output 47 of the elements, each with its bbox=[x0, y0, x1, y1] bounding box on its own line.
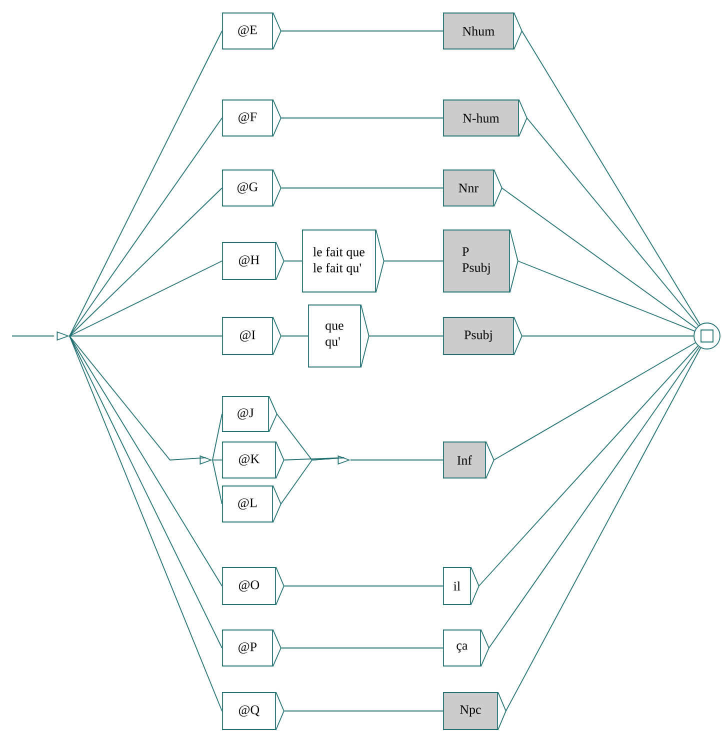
final-state bbox=[694, 322, 720, 350]
connector bbox=[69, 336, 222, 712]
connector bbox=[383, 260, 444, 262]
grammar-box: @J bbox=[222, 396, 278, 432]
connector bbox=[69, 118, 222, 336]
connector bbox=[212, 414, 222, 460]
connector bbox=[69, 30, 222, 336]
connector bbox=[69, 336, 222, 648]
grammar-box: Psubj bbox=[443, 316, 522, 356]
connector bbox=[283, 457, 345, 460]
grammar-box: P Psubj bbox=[443, 229, 518, 293]
grammar-box: @H bbox=[222, 242, 284, 280]
grammar-box: que qu' bbox=[308, 304, 370, 368]
connector bbox=[280, 457, 345, 504]
connector bbox=[69, 336, 207, 460]
grammar-box: @L bbox=[222, 485, 282, 523]
grammar-box: il bbox=[443, 566, 480, 606]
grammar-box: @Q bbox=[222, 692, 284, 730]
grammar-box: Inf bbox=[443, 441, 494, 479]
connector bbox=[212, 460, 222, 504]
grammar-box: ça bbox=[443, 629, 490, 667]
connector bbox=[521, 30, 700, 325]
connector bbox=[69, 336, 222, 586]
grammar-box: Nhum bbox=[443, 12, 522, 50]
grammar-box: @I bbox=[222, 316, 282, 356]
grammar-box: @G bbox=[222, 169, 282, 207]
connector bbox=[501, 188, 697, 329]
grammar-box: @P bbox=[222, 629, 282, 667]
grammar-box: @F bbox=[222, 99, 282, 137]
grammar-box: @O bbox=[222, 566, 284, 606]
connector bbox=[493, 342, 696, 460]
grammar-box: @E bbox=[222, 12, 282, 50]
connector bbox=[505, 347, 702, 712]
connector bbox=[69, 260, 222, 336]
grammar-box: Npc bbox=[443, 692, 506, 730]
connector bbox=[69, 188, 222, 336]
connector bbox=[488, 346, 700, 648]
grammar-box: N-hum bbox=[443, 99, 528, 137]
grammar-box: le fait que le fait qu' bbox=[302, 229, 384, 293]
grammar-box: Nnr bbox=[443, 169, 502, 207]
connector bbox=[280, 30, 444, 32]
connector bbox=[478, 346, 698, 586]
connector bbox=[517, 260, 695, 332]
connector bbox=[283, 710, 444, 712]
connector bbox=[526, 118, 699, 326]
grammar-box: @K bbox=[222, 441, 284, 479]
connector bbox=[283, 260, 302, 262]
